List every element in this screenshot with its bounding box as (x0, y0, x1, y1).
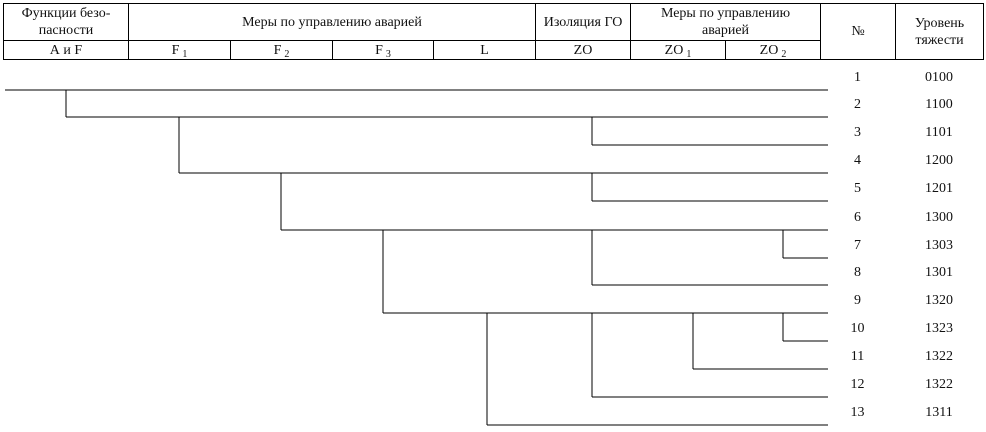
row-3-number: 3 (854, 125, 861, 140)
row-9-severity-code: 1320 (925, 293, 953, 308)
header-severity-column: Уровень тяжести (895, 3, 985, 60)
f2-base: F (273, 42, 282, 58)
row-12-number: 12 (850, 377, 865, 392)
header-containment-isolation: Изоляция ГО (535, 3, 632, 41)
row-6-severity-code: 1300 (925, 210, 953, 225)
row-7-severity-code: 1303 (925, 238, 953, 253)
header-table: Функции безо- пасности Меры по управлени… (3, 3, 985, 60)
header-safety-functions: Функции безо- пасности (3, 3, 129, 41)
row-10-number: 10 (850, 321, 865, 336)
row-3-severity-code: 1101 (925, 125, 953, 140)
f1-base: F (171, 42, 180, 58)
zo1-subscript: 1 (686, 48, 692, 60)
row-13-number: 13 (850, 405, 865, 420)
f3-subscript: 3 (385, 48, 391, 60)
zo2-subscript: 2 (781, 48, 787, 60)
row-8-severity-code: 1301 (925, 265, 953, 280)
header-accident-measures-2: Меры по управлению аварией (630, 3, 822, 41)
subheader-a-and-f: А и F (3, 40, 129, 60)
row-11-severity-code: 1322 (925, 349, 953, 364)
f2-subscript: 2 (284, 48, 290, 60)
row-5-number: 5 (854, 181, 861, 196)
row-1-severity-code: 0100 (925, 70, 953, 85)
row-6-number: 6 (854, 210, 861, 225)
f1-subscript: 1 (182, 48, 188, 60)
row-2-severity-code: 1100 (925, 97, 953, 112)
zo2-base: ZO (759, 42, 779, 58)
row-7-number: 7 (854, 238, 861, 253)
subheader-zo: ZO (535, 40, 632, 60)
row-9-number: 9 (854, 293, 861, 308)
f3-base: F (375, 42, 383, 58)
row-13-severity-code: 1311 (925, 405, 953, 420)
header-number-column: № (820, 3, 897, 60)
row-12-severity-code: 1322 (925, 377, 953, 392)
row-4-number: 4 (854, 153, 861, 168)
row-1-number: 1 (854, 70, 861, 85)
row-5-severity-code: 1201 (925, 181, 953, 196)
row-8-number: 8 (854, 265, 861, 280)
row-11-number: 11 (850, 349, 865, 364)
zo1-base: ZO (664, 42, 684, 58)
row-2-number: 2 (854, 97, 861, 112)
subheader-l: L (432, 40, 537, 60)
row-4-severity-code: 1200 (925, 153, 953, 168)
row-10-severity-code: 1323 (925, 321, 953, 336)
